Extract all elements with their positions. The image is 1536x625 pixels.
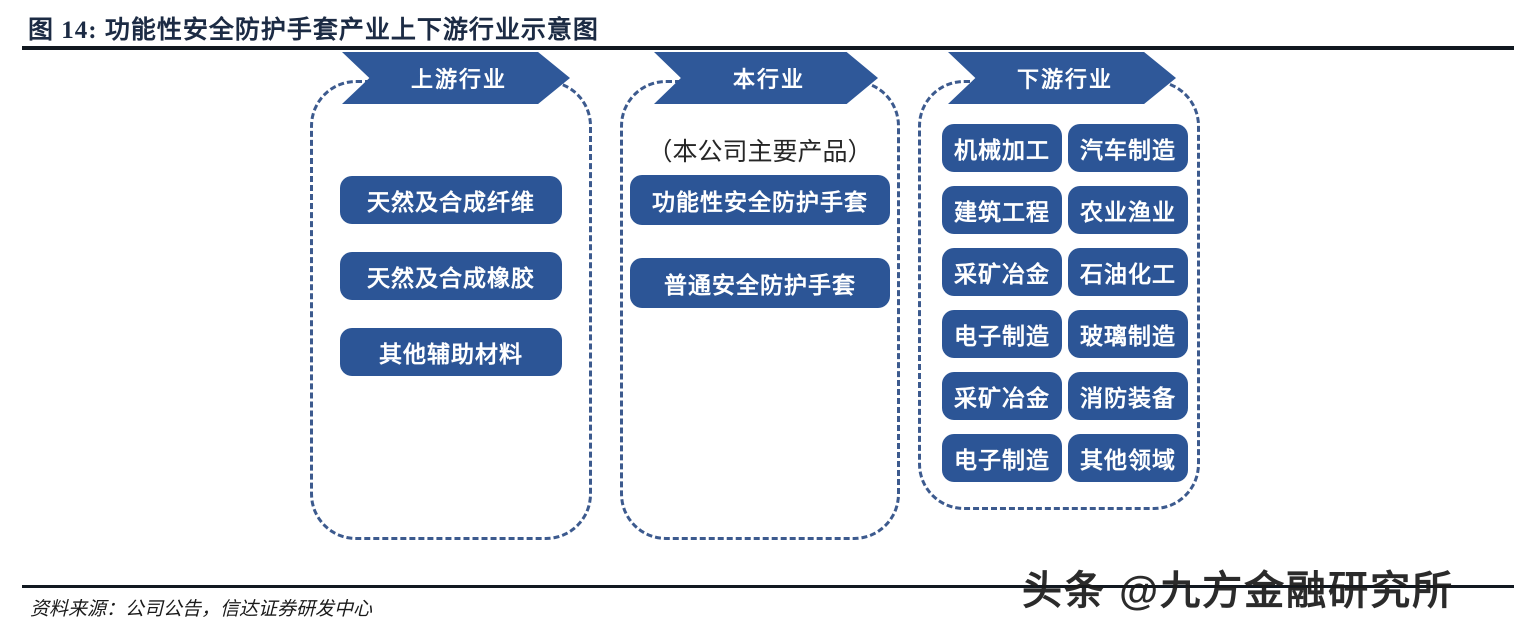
- self-industry-item-label: 普通安全防护手套: [664, 272, 856, 298]
- downstream-item-label: 采矿冶金: [954, 261, 1050, 287]
- upstream-item[interactable]: 其他辅助材料: [340, 328, 562, 376]
- downstream-item-label: 电子制造: [954, 447, 1050, 473]
- self-industry-note: （本公司主要产品）: [647, 138, 873, 166]
- upstream-banner-label: 上游行业: [410, 67, 507, 92]
- downstream-item-label: 农业渔业: [1080, 199, 1176, 225]
- downstream-item[interactable]: 采矿冶金: [942, 372, 1062, 420]
- downstream-item[interactable]: 采矿冶金: [942, 248, 1062, 296]
- downstream-item-label: 采矿冶金: [954, 385, 1050, 411]
- upstream-item-label: 其他辅助材料: [379, 341, 523, 367]
- downstream-item[interactable]: 机械加工: [942, 124, 1062, 172]
- downstream-item-label: 机械加工: [954, 137, 1050, 163]
- upstream-item[interactable]: 天然及合成纤维: [340, 176, 562, 224]
- header-divider: [22, 46, 1514, 50]
- self-industry-item-label: 功能性安全防护手套: [652, 189, 868, 215]
- upstream-item[interactable]: 天然及合成橡胶: [340, 252, 562, 300]
- downstream-item-label: 玻璃制造: [1080, 323, 1176, 349]
- value-chain-diagram: 上游行业 天然及合成纤维 天然及合成橡胶 其他辅助材料 本行业 （本公司主要产品…: [0, 52, 1536, 572]
- downstream-item[interactable]: 电子制造: [942, 434, 1062, 482]
- footer-divider: [22, 585, 1514, 588]
- downstream-item[interactable]: 玻璃制造: [1068, 310, 1188, 358]
- downstream-item-label: 电子制造: [954, 323, 1050, 349]
- source-note: 资料来源：公司公告，信达证券研发中心: [30, 599, 373, 620]
- self-industry-banner-label: 本行业: [732, 67, 805, 92]
- downstream-item[interactable]: 电子制造: [942, 310, 1062, 358]
- self-industry-item[interactable]: 功能性安全防护手套: [630, 175, 890, 225]
- downstream-item-label: 石油化工: [1080, 261, 1176, 287]
- downstream-item[interactable]: 其他领域: [1068, 434, 1188, 482]
- page-title: 图 14: 功能性安全防护手套产业上下游行业示意图: [28, 17, 599, 44]
- downstream-item-label: 其他领域: [1080, 447, 1176, 473]
- upstream-item-label: 天然及合成橡胶: [367, 265, 535, 291]
- self-industry-banner: 本行业: [654, 52, 878, 104]
- figure-header: 图 14: 功能性安全防护手套产业上下游行业示意图: [0, 0, 1536, 50]
- downstream-banner: 下游行业: [948, 52, 1176, 104]
- downstream-item-label: 建筑工程: [954, 199, 1050, 225]
- downstream-item[interactable]: 汽车制造: [1068, 124, 1188, 172]
- downstream-item-label: 汽车制造: [1080, 137, 1176, 163]
- downstream-item[interactable]: 农业渔业: [1068, 186, 1188, 234]
- upstream-banner: 上游行业: [342, 52, 570, 104]
- downstream-item[interactable]: 消防装备: [1068, 372, 1188, 420]
- downstream-item[interactable]: 石油化工: [1068, 248, 1188, 296]
- downstream-banner-label: 下游行业: [1016, 67, 1113, 92]
- upstream-item-label: 天然及合成纤维: [367, 189, 535, 215]
- self-industry-item[interactable]: 普通安全防护手套: [630, 258, 890, 308]
- upstream-dashed-container: [310, 80, 592, 540]
- downstream-item[interactable]: 建筑工程: [942, 186, 1062, 234]
- watermark-text: 头条 @九方金融研究所: [1022, 569, 1455, 613]
- downstream-item-label: 消防装备: [1080, 385, 1176, 411]
